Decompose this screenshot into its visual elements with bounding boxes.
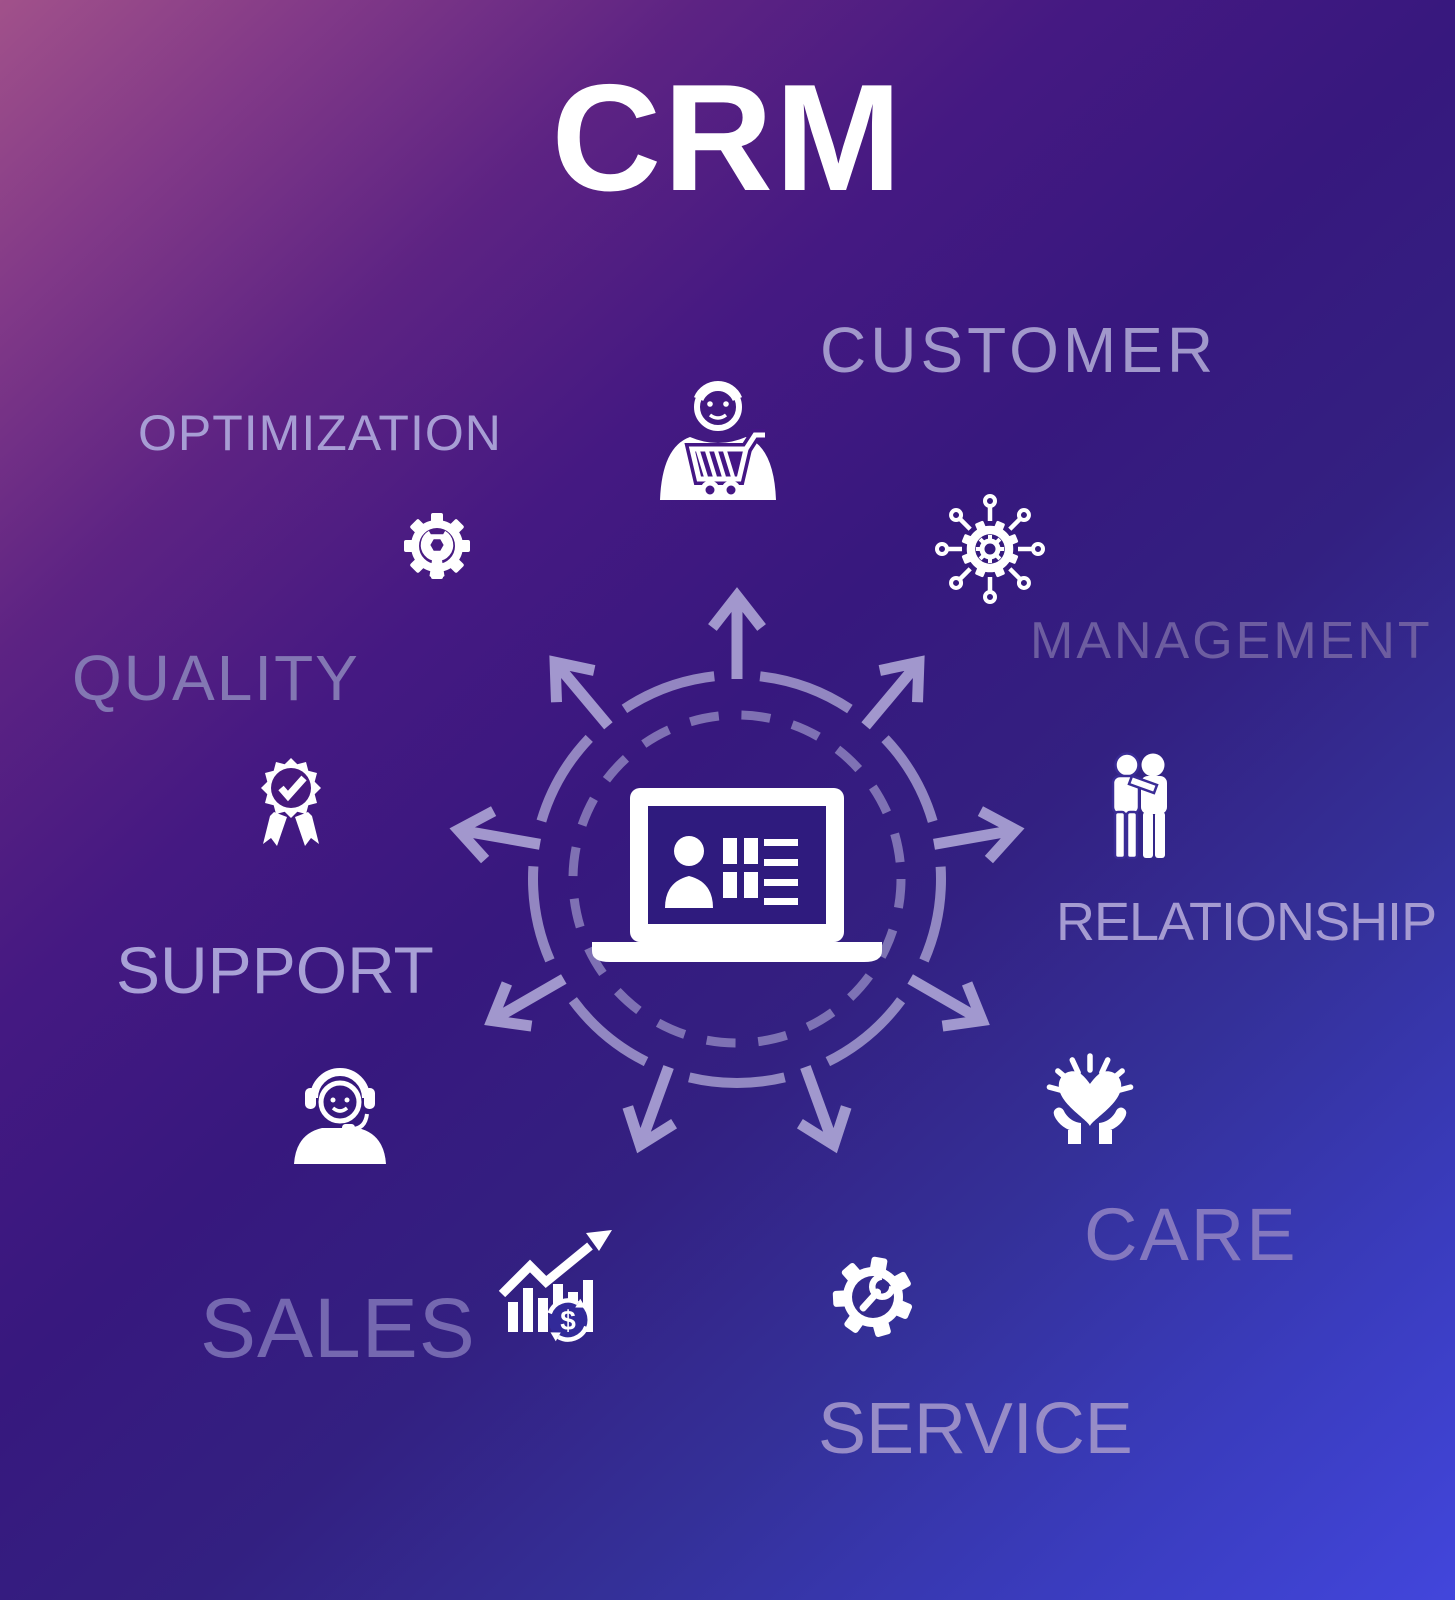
label-optimization: OPTIMIZATION — [138, 405, 502, 461]
support-headset-icon — [294, 1068, 386, 1164]
label-service: SERVICE — [818, 1389, 1133, 1469]
mic — [342, 1124, 355, 1133]
nut — [424, 534, 450, 556]
hub-spokes — [935, 494, 1045, 604]
radial-arrow — [933, 806, 1025, 864]
trend-line — [498, 1242, 593, 1298]
radial-arrow — [622, 1065, 678, 1154]
crm-laptop-contacts-icon — [592, 788, 882, 962]
trend-arrowhead — [586, 1230, 612, 1251]
laptop-base — [592, 942, 882, 962]
page-title: CRM — [551, 53, 904, 223]
outer-dashed-ring — [528, 670, 946, 1088]
heart — [1058, 1071, 1122, 1126]
gear-teeth — [404, 513, 470, 579]
concept-ring — [528, 670, 946, 1088]
wrist-right — [1099, 1130, 1112, 1144]
contact-avatar-head — [674, 836, 704, 866]
person-left — [1111, 752, 1159, 860]
label-quality: QUALITY — [72, 642, 360, 714]
wrench-handle — [429, 557, 445, 579]
radial-arrow — [549, 655, 613, 730]
hand-left — [1053, 1107, 1081, 1132]
money-circle — [548, 1300, 588, 1340]
wrist-left — [1068, 1130, 1081, 1144]
label-care: CARE — [1084, 1193, 1298, 1276]
radial-arrows — [449, 587, 1025, 1154]
wrench — [859, 1273, 896, 1312]
ear-cup-right — [364, 1088, 375, 1109]
customer-cart-icon — [660, 381, 776, 500]
person-right — [1141, 753, 1167, 858]
headband — [310, 1068, 370, 1099]
inner-dashed-ring — [568, 710, 906, 1048]
hand-right — [1099, 1107, 1127, 1132]
label-management: MANAGEMENT — [1030, 612, 1433, 670]
label-customer: CUSTOMER — [820, 314, 1218, 386]
rosette — [261, 758, 321, 818]
sales-growth-chart-icon: $ — [498, 1230, 612, 1342]
shoulders — [294, 1128, 386, 1164]
shopping-cart — [684, 429, 765, 500]
gear-teeth — [961, 520, 1019, 578]
check-mark — [278, 775, 307, 802]
radial-arrow — [861, 655, 925, 730]
management-network-gear-icon — [935, 494, 1045, 604]
dollar-sign: $ — [560, 1305, 576, 1336]
radial-arrow — [708, 587, 766, 679]
label-support: SUPPORT — [116, 933, 434, 1007]
arm-over-shoulder — [1127, 774, 1159, 795]
radial-arrow — [796, 1065, 852, 1154]
ribbon-left — [263, 812, 287, 846]
radial-arrow — [907, 974, 990, 1032]
contact-avatar-body — [665, 876, 713, 908]
optimization-gear-wrench-icon — [404, 513, 470, 579]
ear-cup-left — [305, 1088, 316, 1109]
quality-award-icon — [261, 758, 321, 846]
relationship-people-icon — [1111, 752, 1167, 860]
service-gear-wrench-icon — [832, 1256, 913, 1337]
ribbon-right — [295, 812, 319, 846]
label-relationship: RELATIONSHIP — [1056, 892, 1437, 952]
radial-arrow — [449, 806, 541, 864]
label-sales: SALES — [200, 1281, 476, 1375]
radial-arrow — [484, 974, 567, 1032]
care-heart-hands-icon — [1046, 1053, 1134, 1144]
